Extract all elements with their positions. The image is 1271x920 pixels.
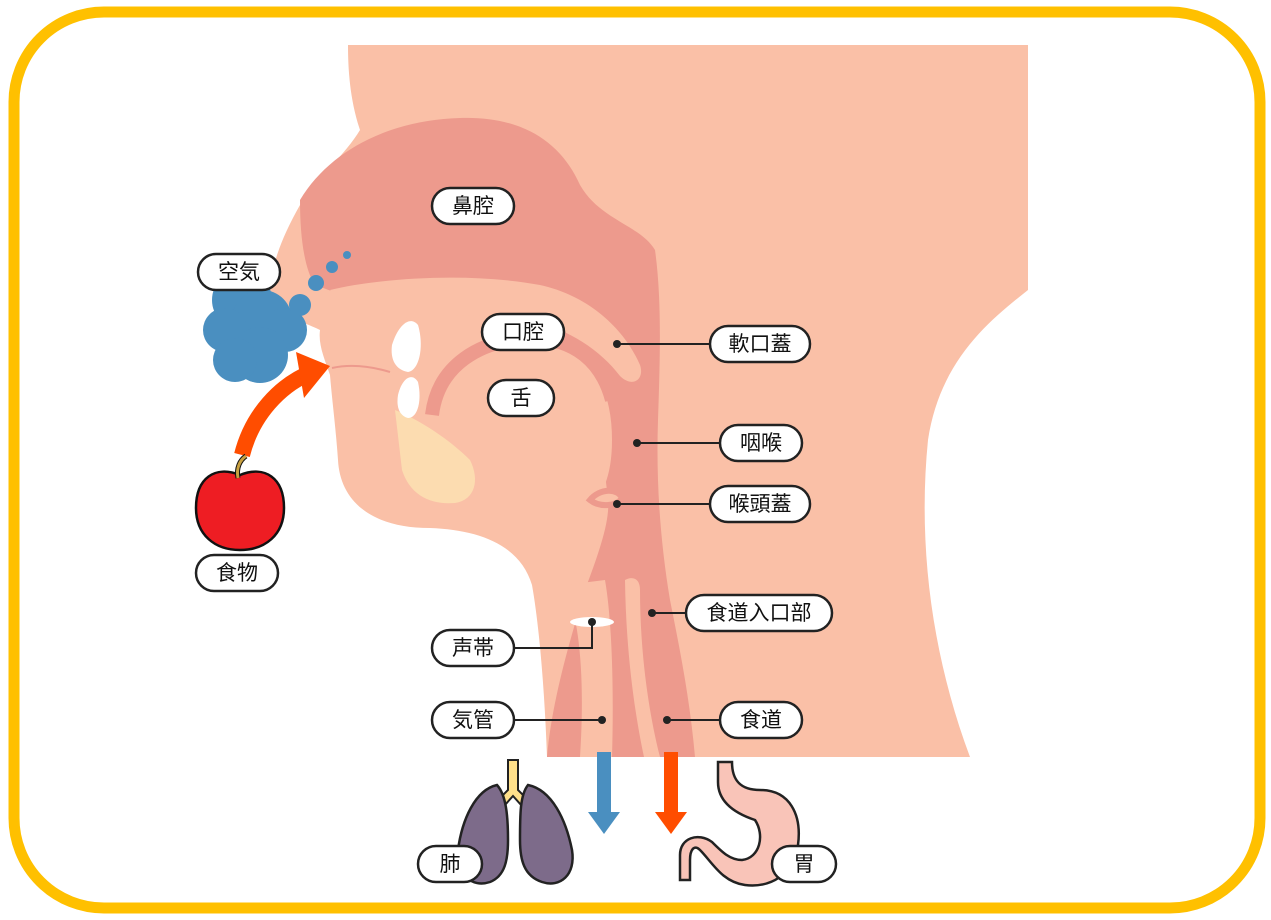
label-air: 空気 <box>198 254 280 290</box>
svg-text:食道: 食道 <box>740 708 782 732</box>
svg-text:胃: 胃 <box>794 852 815 876</box>
svg-text:声帯: 声帯 <box>452 636 494 660</box>
svg-text:食道入口部: 食道入口部 <box>707 601 812 625</box>
label-epiglottis: 喉頭蓋 <box>710 486 810 522</box>
svg-text:軟口蓋: 軟口蓋 <box>729 332 792 356</box>
label-lungs: 肺 <box>418 846 482 882</box>
label-esophagus-entrance: 食道入口部 <box>686 595 832 631</box>
svg-text:喉頭蓋: 喉頭蓋 <box>729 492 792 516</box>
label-pharynx: 咽喉 <box>720 425 802 461</box>
label-esophagus: 食道 <box>720 702 802 738</box>
label-soft-palate: 軟口蓋 <box>710 326 810 362</box>
svg-text:食物: 食物 <box>216 561 258 585</box>
svg-text:空気: 空気 <box>218 260 260 284</box>
svg-text:口腔: 口腔 <box>502 320 544 344</box>
label-food: 食物 <box>196 555 278 591</box>
svg-text:肺: 肺 <box>440 852 461 876</box>
label-vocal-cords: 声帯 <box>432 630 514 666</box>
svg-text:鼻腔: 鼻腔 <box>452 194 494 218</box>
label-trachea: 気管 <box>432 702 514 738</box>
label-stomach: 胃 <box>772 846 836 882</box>
svg-text:気管: 気管 <box>452 708 494 732</box>
svg-text:舌: 舌 <box>511 386 532 410</box>
label-nasal-cavity: 鼻腔 <box>432 188 514 224</box>
label-tongue: 舌 <box>488 380 554 416</box>
label-oral-cavity: 口腔 <box>482 314 564 350</box>
svg-text:咽喉: 咽喉 <box>740 431 782 455</box>
